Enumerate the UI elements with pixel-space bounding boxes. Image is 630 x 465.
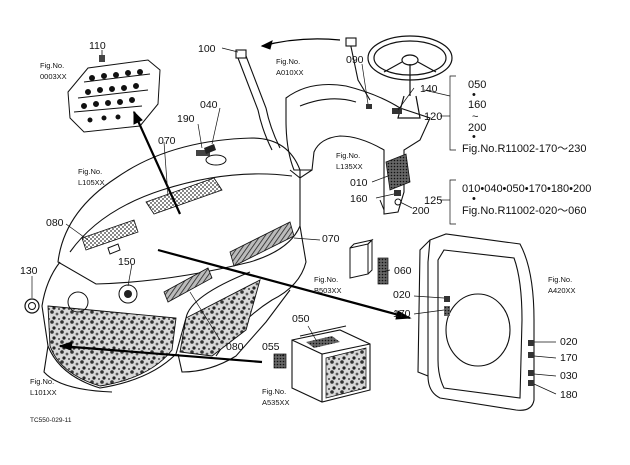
steering-wheel [367,35,453,119]
hood-illustration [41,137,307,393]
group-125-values: 010•040•050•170•180•200 [462,183,591,195]
small-plate [107,243,121,255]
decal-030 [528,370,534,376]
fig-ref-a010-label: Fig.No. [276,57,300,66]
part-010-label-a: 010 [350,177,368,189]
decal-010-a [385,153,411,191]
decal-055 [273,353,287,369]
emblem-130 [24,298,40,314]
decal-090 [366,104,372,109]
part-055-label: 055 [262,341,280,353]
part-170-label-a: 170 [393,308,411,320]
group-125: 125 010•040•050•170•180•200 • Fig.No.R11… [424,183,591,217]
decal-070-top [145,177,223,215]
grille [47,279,261,387]
decal-110 [99,55,105,62]
fuel-cap [205,154,227,166]
group-120-dot1: • [472,89,476,101]
group-120-v3: 200 [468,122,486,134]
decal-040 [204,144,216,154]
decal-170-b [528,352,534,358]
fig-ref-0003-label: Fig.No. [40,61,64,70]
decal-170-a [444,306,450,316]
part-110-label: 110 [89,40,106,52]
part-050-label: 050 [292,313,310,325]
part-030-label: 030 [560,370,578,382]
decal-070-side [229,221,295,267]
fig-ref-0003-code: 0003XX [40,72,67,81]
part-020-label-a: 020 [393,289,411,301]
part-020-label-b: 020 [560,336,578,348]
part-150-label: 150 [118,256,136,268]
part-numbers: 100 110 090 140 040 190 070 070 010 160 … [20,40,578,401]
fig-ref-l135-label: Fig.No. [336,151,360,160]
engine-illustration [67,59,161,133]
fig-ref-b503-label: Fig.No. [314,275,338,284]
figure-references: Fig.No. A010XX Fig.No. 0003XX Fig.No. L1… [30,57,576,407]
dashboard-illustration [285,83,431,215]
decal-080-top [81,219,139,251]
decal-050 [306,336,340,348]
part-100-label: 100 [198,43,216,55]
part-080-label-top: 080 [46,217,64,229]
fig-ref-a420-code: A420XX [548,286,576,295]
fig-ref-l101-label: Fig.No. [30,377,54,386]
arrows [58,38,412,364]
headlight-left [67,291,89,313]
fig-ref-b503-code: B503XX [314,286,342,295]
part-200-label: 200 [412,205,430,217]
fig-ref-a535-label: Fig.No. [262,387,286,396]
part-200 [394,198,402,206]
decal-190 [196,150,210,156]
part-060-label: 060 [394,265,412,277]
relay-box [349,238,374,279]
part-180-label: 180 [560,389,578,401]
part-070-label-top: 070 [158,135,176,147]
group-120-v1: 050 [468,79,486,91]
group-120-ref: Fig.No.R11002-170～230 [462,143,587,155]
part-130-label: 130 [20,265,38,277]
decal-020-a [444,296,450,302]
part-170-label-b: 170 [560,352,578,364]
leader-lines [31,47,557,395]
battery-label [325,347,367,399]
levers [235,37,371,151]
group-120-dot2: • [472,131,476,143]
part-070-label-side: 070 [322,233,340,245]
drawing-code: TC550-029-11 [30,417,72,424]
group-120-tilde: ~ [472,111,478,123]
decal-180 [528,380,534,386]
part-190-label: 190 [177,113,195,125]
decal-140 [392,108,402,114]
part-160-label-a: 160 [350,193,368,205]
fig-ref-a420-label: Fig.No. [548,275,572,284]
part-140-label: 140 [420,83,438,95]
fig-ref-l105-code: L105XX [78,178,105,187]
group-125-number: 125 [424,195,442,207]
fig-ref-l135-code: L135XX [336,162,363,171]
radiator-shroud [417,233,535,411]
decal-160-a [394,190,401,196]
fig-ref-l101-code: L101XX [30,388,57,397]
group-120-v2: 160 [468,99,486,111]
part-040-label: 040 [200,99,218,111]
part-080-label-side: 080 [226,341,244,353]
battery [291,325,371,403]
decal-020-b [528,340,534,346]
group-120: 120 050 • 160 ~ 200 • Fig.No.R11002-170～… [424,79,587,155]
fig-ref-l105-label: Fig.No. [78,167,102,176]
part-090-label: 090 [346,54,364,66]
fig-ref-a010-code: A010XX [276,68,304,77]
group-125-dot: • [472,193,476,205]
decal-080-side [163,267,213,303]
decal-060 [377,257,389,285]
group-120-number: 120 [424,111,442,123]
group-125-ref: Fig.No.R11002-020～060 [462,205,587,217]
fig-ref-a535-code: A535XX [262,398,290,407]
